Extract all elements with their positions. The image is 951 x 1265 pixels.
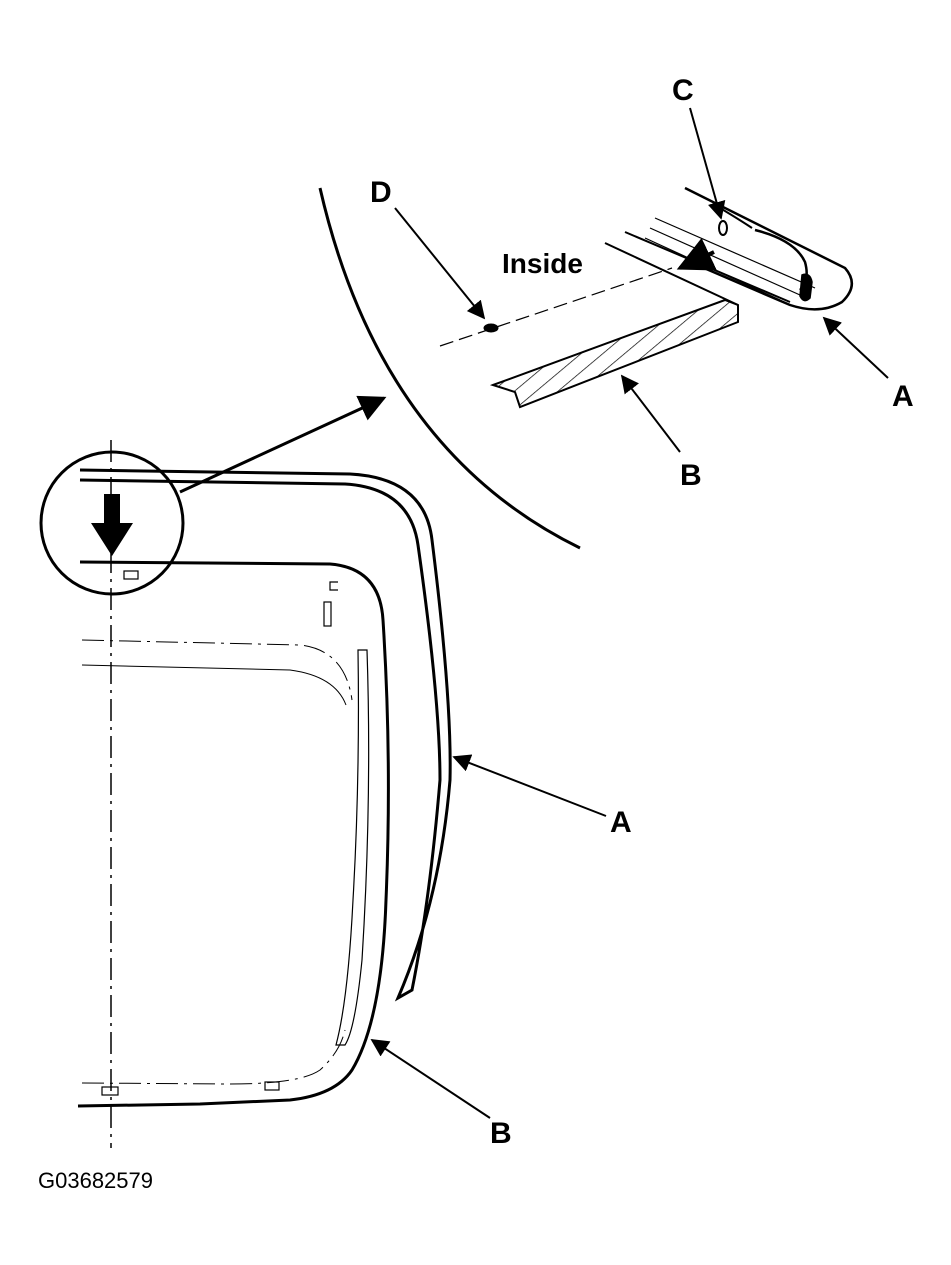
inner-edge-line-2 <box>81 664 347 706</box>
body-dash-line <box>439 267 673 347</box>
label-a-main: A <box>610 806 632 839</box>
label-inside: Inside <box>502 248 583 279</box>
glass-b-section <box>489 298 739 409</box>
figure-id: G03682579 <box>38 1168 153 1193</box>
clip <box>329 581 338 591</box>
c-point <box>718 220 728 236</box>
clip <box>123 570 139 580</box>
inner-edge-line-1 <box>81 639 353 701</box>
detail-circle <box>39 450 185 596</box>
detail-leader-arrow <box>179 395 387 494</box>
inside-arrow-icon <box>676 237 717 271</box>
leader-a-main <box>452 754 607 817</box>
label-c: C <box>672 74 694 107</box>
leader-b-main <box>370 1039 491 1119</box>
d-point <box>483 323 499 333</box>
detail-boundary-arc <box>318 187 581 550</box>
clip <box>323 601 332 627</box>
windshield-main-view <box>39 395 452 1148</box>
leader-d <box>394 207 486 320</box>
leader-a-detail <box>822 316 889 379</box>
molding-lip <box>799 273 813 302</box>
detail-view <box>318 107 889 1119</box>
clip <box>264 1081 280 1091</box>
label-d: D <box>370 176 392 209</box>
inner-bottom-curve <box>81 1029 346 1085</box>
leader-b-detail <box>620 374 681 453</box>
clip <box>101 1086 119 1096</box>
inner-frit-band <box>335 649 370 1046</box>
glass-b-outline <box>77 560 390 1108</box>
molding-a-outline <box>79 468 452 1002</box>
label-b-detail: B <box>680 459 702 492</box>
label-a-detail: A <box>892 380 914 413</box>
molding-a-section <box>684 186 853 311</box>
leader-c <box>689 107 726 220</box>
label-b-main: B <box>490 1117 512 1150</box>
down-arrow-icon <box>91 494 133 556</box>
